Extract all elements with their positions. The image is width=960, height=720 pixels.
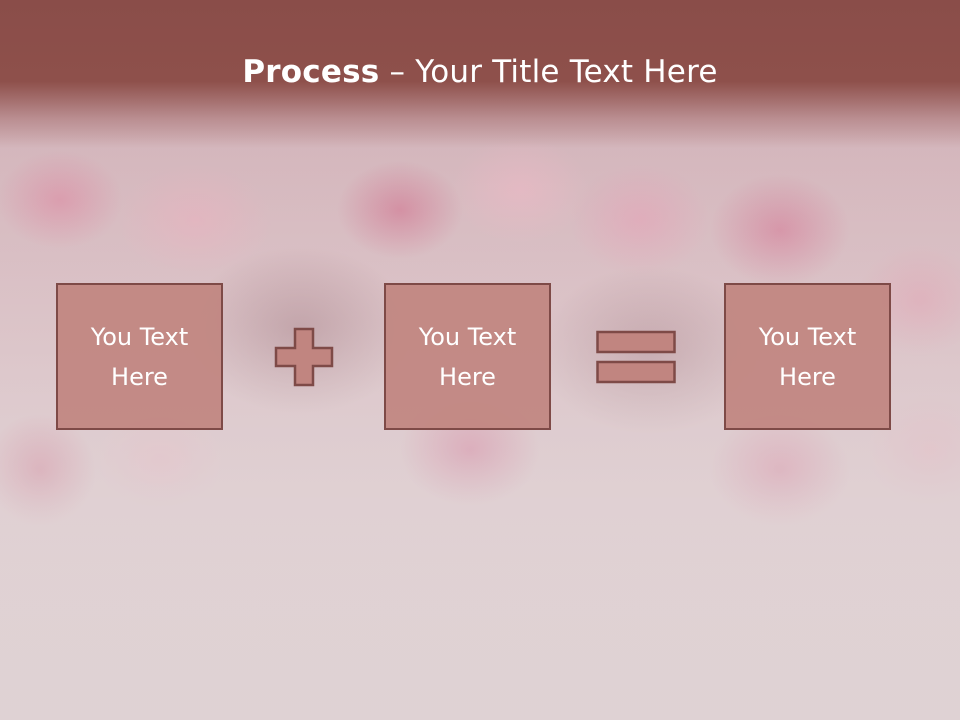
equals-icon[interactable] — [596, 330, 676, 384]
box-1-line-1: You Text — [90, 322, 189, 351]
title-bold-text: Process — [242, 54, 380, 90]
box-3-line-1: You Text — [758, 322, 857, 351]
process-box-1[interactable]: You Text Here — [56, 283, 223, 430]
box-1-line-2: Here — [111, 362, 168, 391]
plus-icon[interactable] — [274, 327, 334, 387]
title-rest-text: – Your Title Text Here — [379, 54, 718, 90]
box-3-line-2: Here — [779, 362, 836, 391]
title-bar — [0, 0, 960, 148]
box-2-line-2: Here — [439, 362, 496, 391]
box-2-line-1: You Text — [418, 322, 517, 351]
process-box-3[interactable]: You Text Here — [724, 283, 891, 430]
process-box-2[interactable]: You Text Here — [384, 283, 551, 430]
slide-title[interactable]: Process – Your Title Text Here — [0, 54, 960, 90]
